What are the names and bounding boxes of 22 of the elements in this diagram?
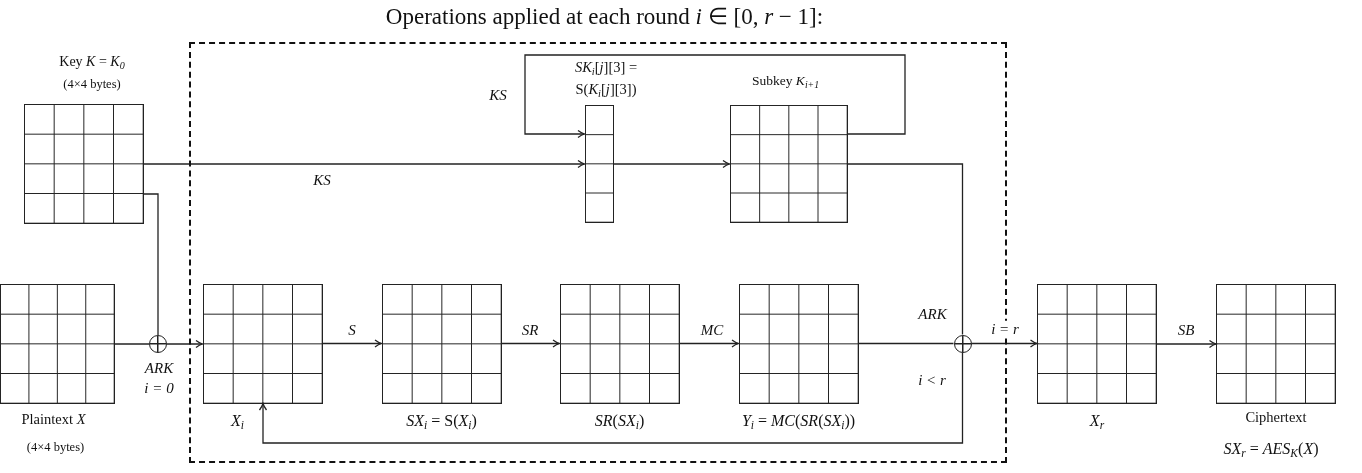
connector-line — [857, 342, 955, 345]
grid-caption: Key K = K$_{0}$ — [58, 54, 126, 71]
grid-caption: X$_{r}$ — [1088, 412, 1106, 431]
grid-caption: SX$_{r}$ = AES$_{K}$(X) — [1222, 440, 1320, 459]
grid-caption: Plaintext X — [20, 411, 87, 428]
operation-label: i = 0 — [143, 380, 175, 398]
connector-line — [143, 193, 159, 336]
operation-label: ARK — [916, 305, 949, 323]
connector-line — [114, 343, 150, 345]
edge-label: i = r — [989, 320, 1021, 338]
operation-label: ARK — [143, 360, 175, 378]
grid-caption: SX$_{i}$ = S(X$_{i}$) — [405, 411, 478, 430]
grid-caption: Ciphertext — [1244, 409, 1308, 426]
grid-caption: (4×4 bytes) — [25, 440, 86, 455]
grid-caption: (4×4 bytes) — [62, 77, 122, 92]
grid-caption: X$_{i}$ — [229, 411, 245, 430]
title: Operations applied at each round i ∈ [0, r − 1]: — [384, 3, 825, 30]
connector-line — [846, 163, 964, 336]
grid-caption: Subkey K$_{i+1}$ — [751, 72, 820, 88]
grid-caption: Y$_{i}$ = MC(SR(SX$_{i}$)) — [740, 411, 857, 430]
grid-caption: SK$_{i}$[j][3] = S(K$_{i}$[j][3]) — [573, 57, 639, 101]
grid-caption: SR(SX$_{i}$) — [593, 411, 646, 430]
